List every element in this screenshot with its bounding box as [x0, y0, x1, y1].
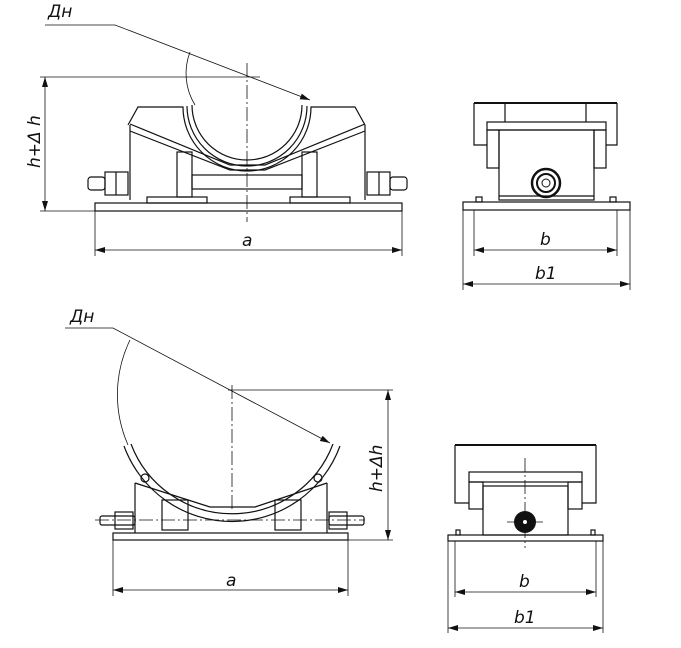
pipe-outline-arc	[117, 339, 131, 446]
housing	[498, 129, 595, 201]
length-label: a	[226, 571, 236, 591]
width-label: b	[519, 572, 530, 592]
bottom-front-view: Дн h+Δh a	[65, 307, 393, 596]
base-plate	[462, 201, 631, 211]
diameter-label: Дн	[69, 307, 94, 327]
height-label: h+Δ h	[25, 115, 45, 168]
width-total-label: b1	[514, 608, 536, 628]
diameter-leader	[45, 24, 311, 101]
diameter-label: Дн	[47, 2, 72, 22]
saddle-liner	[186, 105, 308, 167]
width-label: b	[540, 230, 551, 250]
v-plate-lower	[129, 130, 366, 171]
cradle-outer	[123, 445, 341, 523]
base-plate	[112, 532, 349, 541]
width-total-label: b1	[535, 264, 557, 284]
top-side-view: b b1	[462, 102, 631, 290]
base-plate	[94, 202, 403, 212]
bolt-right	[366, 171, 408, 196]
height-label: h+Δh	[367, 445, 387, 492]
saddle-top	[127, 106, 366, 172]
bolt-left	[87, 171, 129, 196]
top-front-view: Дн h+Δ h a	[25, 2, 408, 256]
diameter-leader	[65, 327, 331, 444]
bolt-end-icon	[530, 167, 562, 199]
bolt-left	[99, 515, 136, 526]
saddle-liner-inner	[191, 104, 303, 161]
length-label: a	[242, 231, 252, 251]
v-plate	[129, 123, 366, 166]
base-plate	[447, 534, 604, 542]
bottom-side-view: b b1	[447, 444, 604, 633]
tie-rod	[191, 174, 303, 190]
pipe-outline-arc	[185, 51, 196, 106]
cradle-inner	[130, 443, 334, 515]
